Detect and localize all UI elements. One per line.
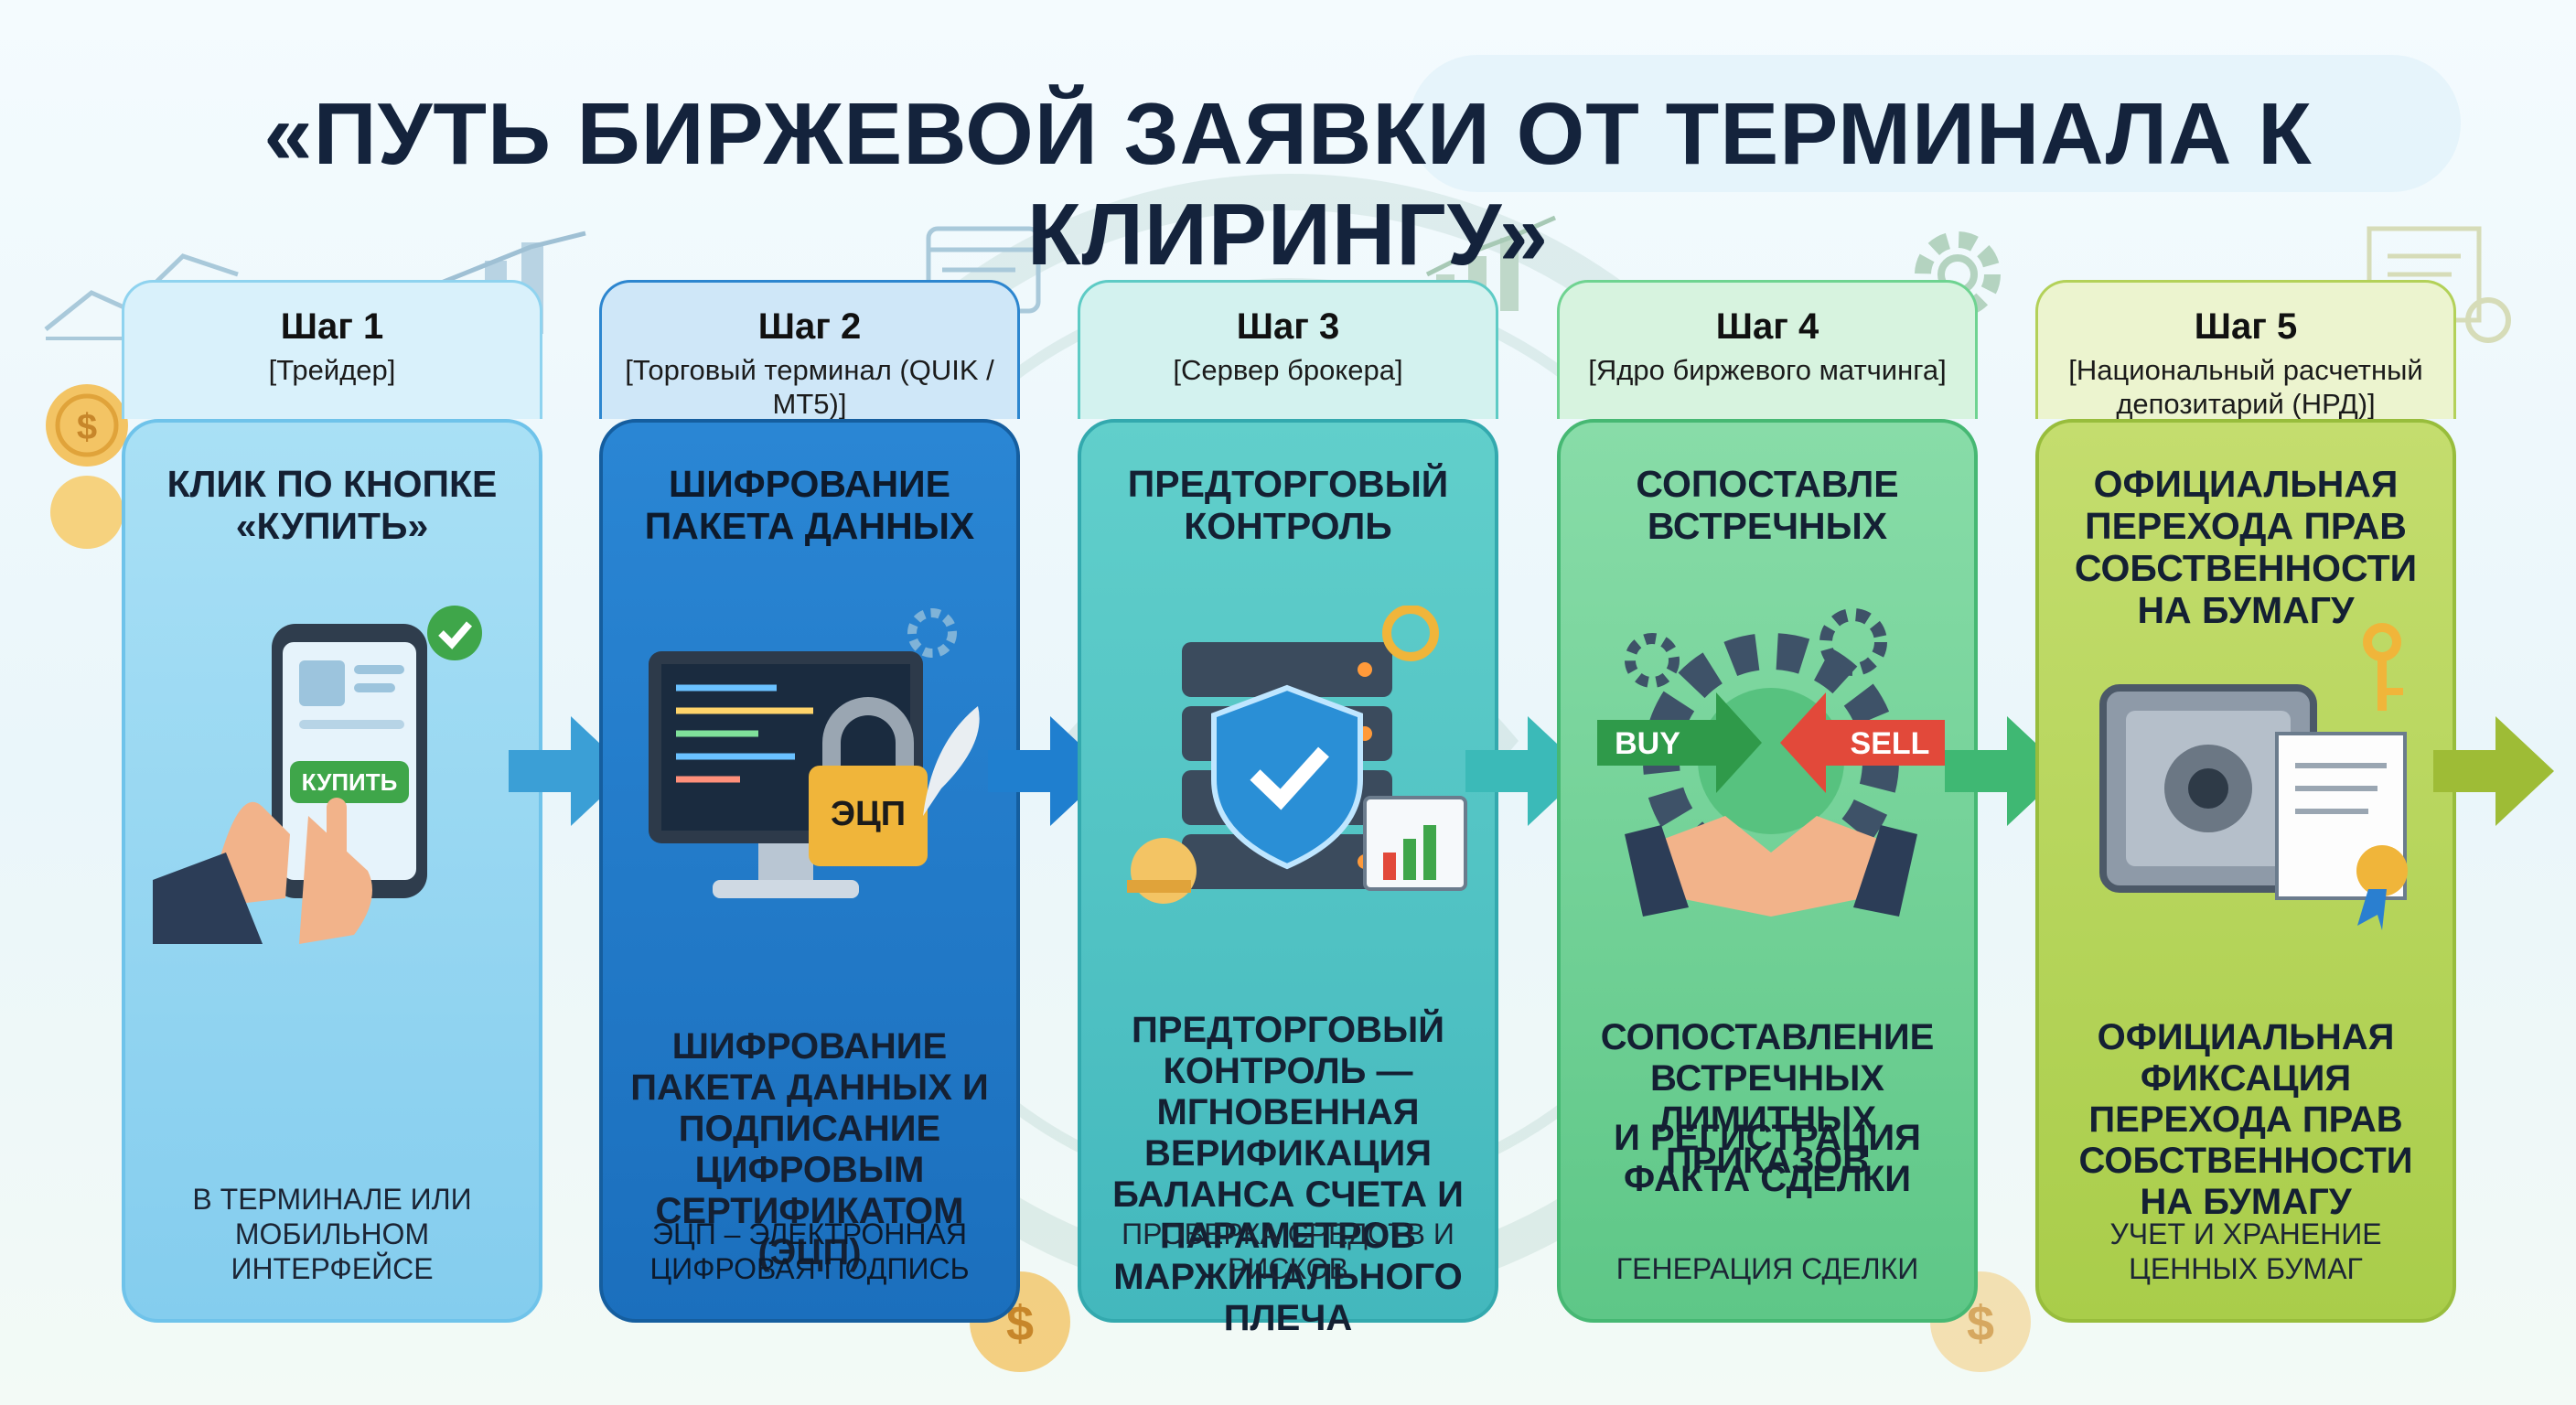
step-2: Шаг 2 [Торговый терминал (QUIK / MT5)] Ш… (599, 280, 1020, 1323)
step-4-header: Шаг 4 [Ядро биржевого матчинга] (1557, 280, 1978, 419)
step-note: ПРОВЕРКА СРЕДСТВ И РИСКОВ (1122, 1217, 1454, 1285)
svg-text:$: $ (77, 407, 97, 447)
step-3: Шаг 3 [Сервер брокера] ПРЕДТОРГОВЫЙ КОНТ… (1078, 280, 1498, 1338)
step-number: Шаг 3 (1236, 306, 1340, 347)
step-note: ГЕНЕРАЦИЯ СДЕЛКИ (1615, 1252, 1919, 1285)
phone-buy-icon: КУПИТЬ (153, 606, 482, 944)
step-number: Шаг 1 (280, 306, 384, 347)
sell-label: SELL (1851, 726, 1930, 761)
buy-label: BUY (1615, 726, 1680, 761)
coin-stack-icon: $ (46, 384, 128, 549)
step-heading: СОПОСТАВЛЕ ВСТРЕЧНЫХ (1636, 463, 1899, 547)
step-description: ОФИЦИАЛЬНАЯ ФИКСАЦИЯ ПЕРЕХОДА ПРАВ СОБСТ… (2078, 1017, 2413, 1222)
step-description-line-1: СОПОСТАВЛЕНИЕ ВСТРЕЧНЫХ ЛИМИТНЫХ ПРИКАЗО… (1600, 1017, 1935, 1181)
step-heading: ОФИЦИАЛЬНАЯ ПЕРЕХОДА ПРАВ СОБСТВЕННОСТИ … (2074, 463, 2418, 631)
step-2-header: Шаг 2 [Торговый терминал (QUIK / MT5)] (599, 280, 1020, 420)
step-3-header: Шаг 3 [Сервер брокера] (1078, 280, 1498, 419)
step-3-card: ПРЕДТОРГОВЫЙ КОНТРОЛЬ ПРЕДТОРГОВЫЙ КОНТР… (1078, 419, 1498, 1338)
step-heading: ПРЕДТОРГОВЫЙ КОНТРОЛЬ (1127, 463, 1449, 547)
step-number: Шаг 5 (2194, 306, 2298, 347)
step-description: ПРЕДТОРГОВЫЙ КОНТРОЛЬ — МГНОВЕННАЯ ВЕРИФ… (1112, 1010, 1464, 1338)
flow-arrow-icon (2433, 716, 2554, 826)
step-5-header: Шаг 5 [Национальный расчетный депозитари… (2035, 280, 2456, 420)
step-description-line-2: И РЕГИСТРАЦИЯ ФАКТА СДЕЛКИ (1614, 1118, 1921, 1199)
step-note: ЭЦП – ЭЛЕКТРОННАЯ ЦИФРОВАЯ ПОДПИСЬ (649, 1217, 970, 1285)
step-role: [Ядро биржевого матчинга] (1588, 354, 1947, 386)
title-background-band (1409, 55, 2461, 192)
step-heading: ШИФРОВАНИЕ ПАКЕТА ДАННЫХ (644, 463, 975, 547)
step-note: УЧЕТ И ХРАНЕНИЕ ЦЕННЫХ БУМАГ (2109, 1217, 2382, 1285)
step-description: ШИФРОВАНИЕ ПАКЕТА ДАННЫХ И ПОДПИСАНИЕ ЦИ… (630, 1026, 989, 1272)
step-5-card: ОФИЦИАЛЬНАЯ ПЕРЕХОДА ПРАВ СОБСТВЕННОСТИ … (2035, 419, 2456, 1323)
server-shield-icon (1127, 606, 1467, 904)
page-title: «ПУТЬ БИРЖЕВОЙ ЗАЯВКИ ОТ ТЕРМИНАЛА К КЛИ… (263, 85, 2313, 284)
step-role: [Сервер брокера] (1173, 354, 1403, 386)
step-heading: КЛИК ПО КНОПКЕ «КУПИТЬ» (166, 463, 498, 547)
handshake-gears-icon: BUY SELL (1597, 608, 1945, 917)
step-role: [Национальный расчетный депозитарий (НРД… (2068, 354, 2423, 420)
step-number: Шаг 4 (1715, 306, 1819, 347)
step-1: Шаг 1 [Трейдер] КЛИК ПО КНОПКЕ «КУПИТЬ» … (122, 280, 542, 1323)
step-role: [Трейдер] (268, 354, 396, 386)
step-4-card: СОПОСТАВЛЕ ВСТРЕЧНЫХ BUY SELL СОПОСТАВЛЕ… (1557, 419, 1978, 1323)
buy-button-label: КУПИТЬ (302, 768, 398, 796)
ecp-badge-label: ЭЦП (831, 795, 906, 833)
step-1-card: КЛИК ПО КНОПКЕ «КУПИТЬ» КУПИТЬ В ТЕРМИНА… (122, 419, 542, 1323)
step-2-card: ШИФРОВАНИЕ ПАКЕТА ДАННЫХ ЭЦП ШИФРОВАНИЕ … (599, 419, 1020, 1323)
step-5: Шаг 5 [Национальный расчетный депозитари… (2035, 280, 2456, 1323)
step-note: В ТЕРМИНАЛЕ ИЛИ МОБИЛЬНОМ ИНТЕРФЕЙСЕ (192, 1183, 472, 1285)
step-role: [Торговый терминал (QUIK / MT5)] (625, 354, 994, 420)
step-1-header: Шаг 1 [Трейдер] (122, 280, 542, 419)
safe-certificate-icon (2099, 623, 2408, 930)
step-number: Шаг 2 (757, 306, 862, 347)
monitor-lock-icon: ЭЦП (649, 608, 980, 898)
step-4: Шаг 4 [Ядро биржевого матчинга] СОПОСТАВ… (1557, 280, 1978, 1323)
certificate-doodle-icon (2367, 226, 2511, 343)
